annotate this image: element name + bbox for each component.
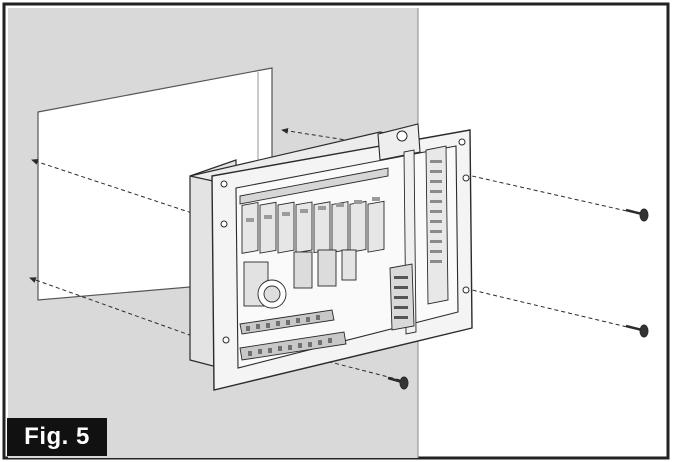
breaker-terminals [246, 197, 380, 222]
screw-top-right [625, 208, 649, 222]
guide-screw-bottom [329, 361, 401, 381]
figure-label: Fig. 5 [7, 418, 107, 456]
screw-bottom [387, 376, 409, 390]
guide-arrow-bottom-left [29, 277, 199, 339]
guide-screw-top-right [471, 175, 641, 215]
frame-screw-holes [220, 138, 470, 344]
relay-area [243, 249, 357, 309]
circuit-breakers [239, 167, 389, 254]
breaker-row [241, 200, 385, 254]
clamp-hole [396, 130, 408, 142]
guide-arrow-top-left [31, 159, 199, 216]
side-terminal-block [389, 263, 415, 331]
bottom-terminal-rails [239, 309, 347, 361]
screw-bottom-right [625, 324, 649, 338]
guide-screw-bottom-right [471, 289, 641, 331]
